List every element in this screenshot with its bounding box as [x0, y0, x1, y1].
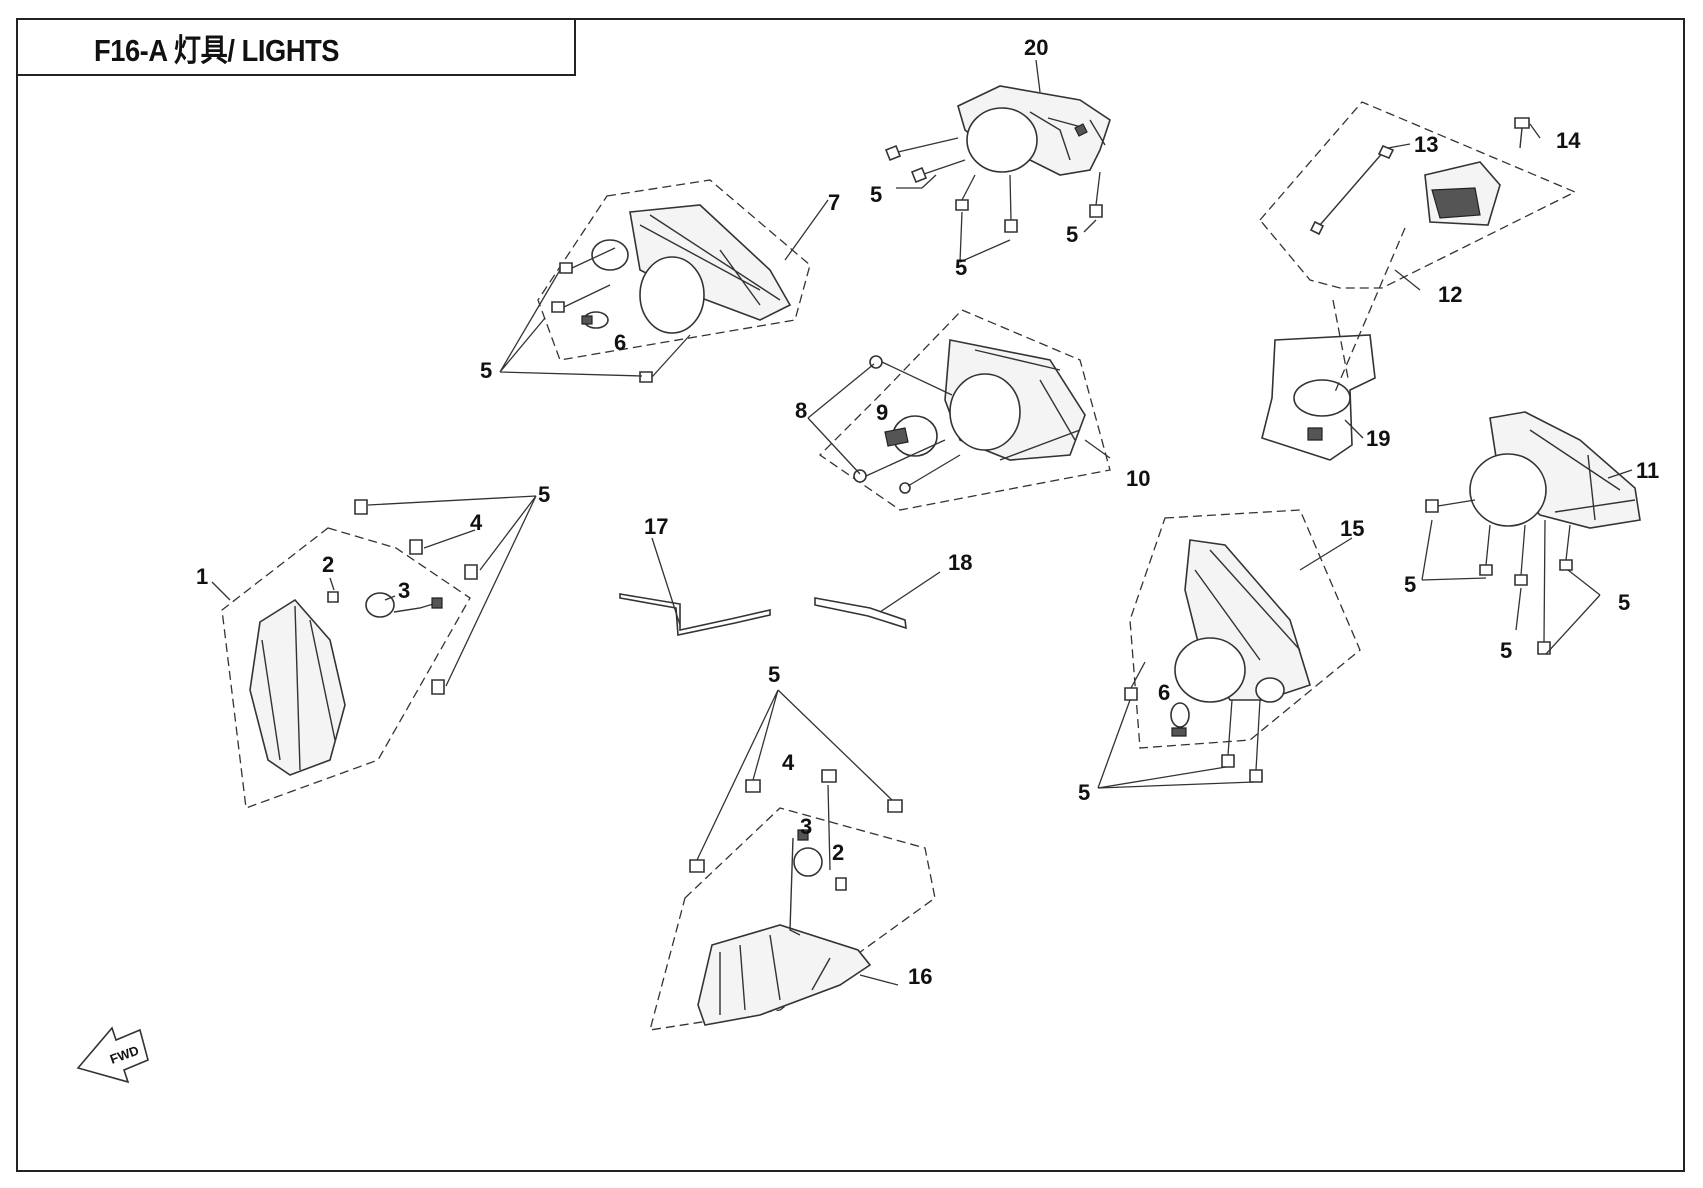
callout-1: 1 [196, 564, 208, 589]
title-block: F16-A 灯具/ LIGHTS [16, 18, 576, 76]
part-15-fasteners [1124, 661, 1263, 783]
callout-12: 12 [1438, 282, 1462, 307]
plate-guide-lines [1332, 227, 1406, 393]
part-2-bulb-bottom [835, 877, 847, 891]
callout-4: 4 [782, 750, 795, 775]
callout-17: 17 [644, 514, 668, 539]
group-1-outline [221, 527, 471, 809]
callout-2: 2 [322, 552, 334, 577]
callout-5: 5 [1618, 590, 1630, 615]
part-2-bulb [327, 591, 339, 603]
drawing-border [16, 18, 1685, 1172]
group-10-outline [818, 309, 1111, 511]
part-6-bulb-right [1170, 702, 1190, 737]
part-1-fasteners [354, 499, 478, 695]
callout-3: 3 [398, 578, 410, 603]
callout-4: 4 [470, 510, 483, 535]
part-14-lamp-housing [1424, 161, 1501, 226]
callout-5: 5 [1404, 572, 1416, 597]
part-14-screw [1514, 117, 1530, 149]
group-7-outline [537, 179, 811, 361]
part-11-lamp [1469, 411, 1641, 529]
part-9-bulb [884, 415, 938, 457]
callout-11: 11 [1636, 458, 1659, 483]
callout-8: 8 [795, 398, 807, 423]
callout-6: 6 [614, 330, 626, 355]
callout-5: 5 [768, 662, 780, 687]
callout-2: 2 [832, 840, 844, 865]
callout-19: 19 [1366, 426, 1390, 451]
callout-14: 14 [1556, 128, 1581, 153]
part-1-lamp [249, 598, 346, 776]
part-20-fasteners [884, 137, 1103, 233]
page-title: F16-A 灯具/ LIGHTS [94, 32, 340, 68]
callout-7: 7 [828, 190, 840, 215]
callout-5: 5 [480, 358, 492, 383]
part-7-headlight [591, 204, 792, 334]
part-20-lamp [957, 85, 1111, 176]
callout-13: 13 [1414, 132, 1438, 157]
part-10-lamp [944, 339, 1086, 461]
part-13-bolt [1309, 144, 1395, 236]
group-12-outline [1259, 101, 1577, 289]
part-11-fasteners [1425, 499, 1573, 655]
callout-9: 9 [876, 400, 888, 425]
part-18-bracket [814, 597, 907, 630]
part-16-fasteners [689, 769, 903, 873]
part-19-plate [1261, 334, 1376, 461]
part-7-fasteners [551, 247, 691, 383]
callout-5: 5 [955, 255, 967, 280]
part-3-bulb-bottom [789, 829, 823, 936]
callout-5: 5 [1500, 638, 1512, 663]
callout-5: 5 [870, 182, 882, 207]
part-15-headlight [1174, 539, 1311, 703]
group-16-outline [649, 807, 936, 1031]
callout-6: 6 [1158, 680, 1170, 705]
part-17-bracket [619, 593, 771, 636]
callout-15: 15 [1340, 516, 1364, 541]
callout-5: 5 [1066, 222, 1078, 247]
part-16-lamp [697, 924, 872, 1026]
callout-16: 16 [908, 964, 932, 989]
callout-10: 10 [1126, 466, 1150, 491]
callout-3: 3 [800, 814, 812, 839]
callout-5: 5 [538, 482, 550, 507]
fwd-arrow-icon: FWD [76, 1026, 149, 1084]
callout-18: 18 [948, 550, 972, 575]
part-6-bulb [581, 311, 609, 329]
callout-5: 5 [1078, 780, 1090, 805]
callout-20: 20 [1024, 35, 1048, 60]
